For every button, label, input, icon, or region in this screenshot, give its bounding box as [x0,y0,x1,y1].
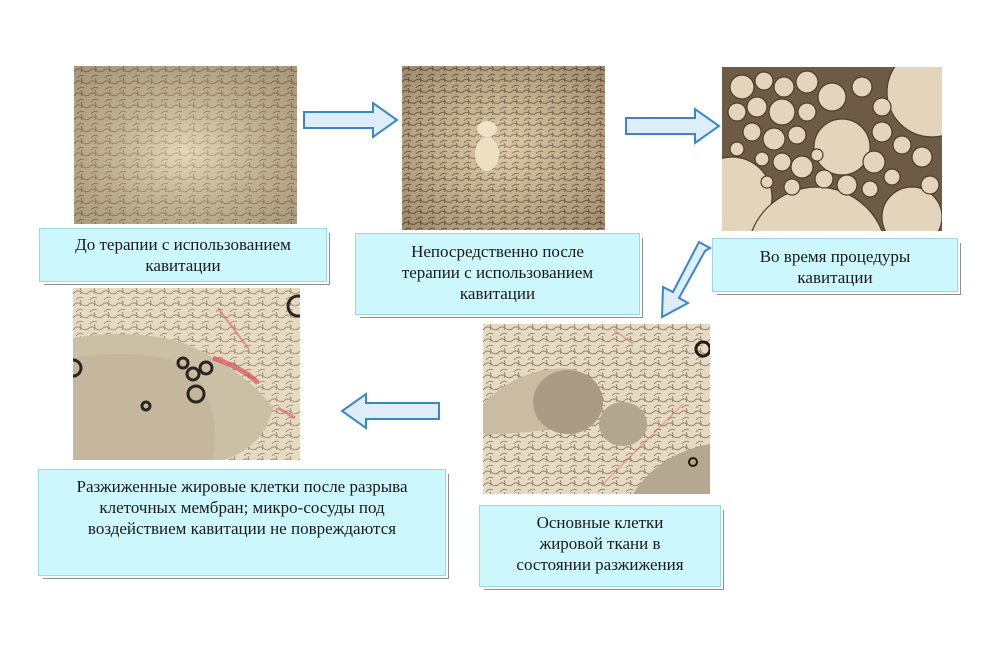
arrow-down-left-icon [655,240,715,320]
arrow-right-icon [303,101,399,139]
caption-during-procedure-text: Во время процедуры кавитации [759,247,911,287]
caption-before-therapy-text: До терапии с использованием кавитации [75,235,291,275]
arrow-left-icon [340,392,440,430]
micrograph-immediately-after [402,66,605,230]
caption-immediately-after: Непосредственно после терапии с использо… [355,233,640,315]
caption-immediately-after-text: Непосредственно после терапии с использо… [401,242,594,303]
micrograph-liquefied-with-microvessels [73,288,300,460]
arrow-right-icon [625,107,721,145]
caption-liquefying-text: Основные клетки жировой ткани в состояни… [516,513,684,574]
caption-liquefied: Разжиженные жировые клетки после разрыва… [38,469,446,576]
caption-liquefying: Основные клетки жировой ткани в состояни… [479,505,721,587]
caption-liquefied-text: Разжиженные жировые клетки после разрыва… [76,477,408,538]
micrograph-liquefying [483,324,710,494]
caption-before-therapy: До терапии с использованием кавитации [39,228,327,282]
micrograph-before-therapy [74,66,297,224]
micrograph-during-procedure [722,67,942,231]
caption-during-procedure: Во время процедуры кавитации [712,238,958,292]
